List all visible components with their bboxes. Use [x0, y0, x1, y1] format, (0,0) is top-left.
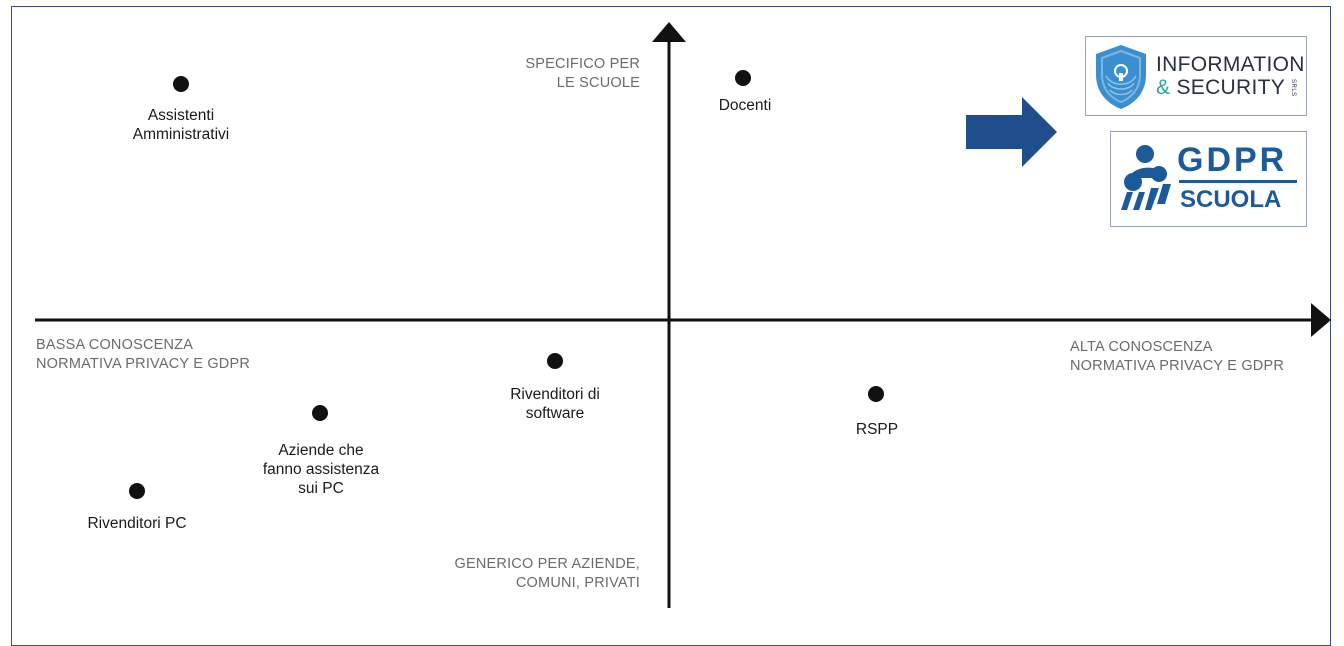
blue-arrow-icon [966, 97, 1057, 167]
logo-gdpr-underline [1179, 180, 1297, 183]
label-rivenditori-software: Rivenditori di software [510, 386, 600, 422]
gdpr-scuola-logo: GDPR SCUOLA [1110, 131, 1307, 227]
point-rivenditori-pc [129, 483, 145, 499]
point-assistenti-amministrativi [173, 76, 189, 92]
point-rivenditori-software [547, 353, 563, 369]
logo-security-text: & SECURITY [1156, 77, 1285, 99]
point-aziende-assistenza [312, 405, 328, 421]
logo-srls-text: SRLS [1290, 79, 1296, 97]
y-axis-arrowhead [652, 22, 686, 42]
shield-icon [1096, 45, 1146, 109]
information-security-logo: INFORMATION & SECURITY SRLS [1085, 36, 1307, 116]
x-axis-arrowhead [1311, 303, 1331, 337]
logo-scuola-text: SCUOLA [1180, 186, 1282, 213]
label-rivenditori-pc: Rivenditori PC [87, 515, 187, 532]
logo-security-word: SECURITY [1176, 76, 1286, 99]
point-rspp [868, 386, 884, 402]
positioning-map [35, 22, 1331, 608]
label-docenti: Docenti [718, 97, 772, 114]
x-axis-right-label: ALTA CONOSCENZA NORMATIVA PRIVACY E GDPR [1070, 339, 1285, 374]
point-docenti [735, 70, 751, 86]
logo-gdpr-text: GDPR [1177, 141, 1288, 179]
y-axis-top-label: SPECIFICO PER LE SCUOLE [525, 56, 640, 91]
label-assistenti-amministrativi: Assistenti Amministrativi [132, 107, 230, 143]
logo-ampersand: & [1156, 76, 1171, 99]
label-rspp: RSPP [855, 421, 899, 438]
y-axis-bottom-label: GENERICO PER AZIENDE, COMUNI, PRIVATI [454, 556, 640, 591]
x-axis-left-label: BASSA CONOSCENZA NORMATIVA PRIVACY E GDP… [36, 337, 251, 372]
logo-information-text: INFORMATION [1156, 53, 1305, 76]
label-aziende-assistenza: Aziende che fanno assistenza sui PC [262, 442, 380, 497]
people-icon [1121, 145, 1171, 210]
